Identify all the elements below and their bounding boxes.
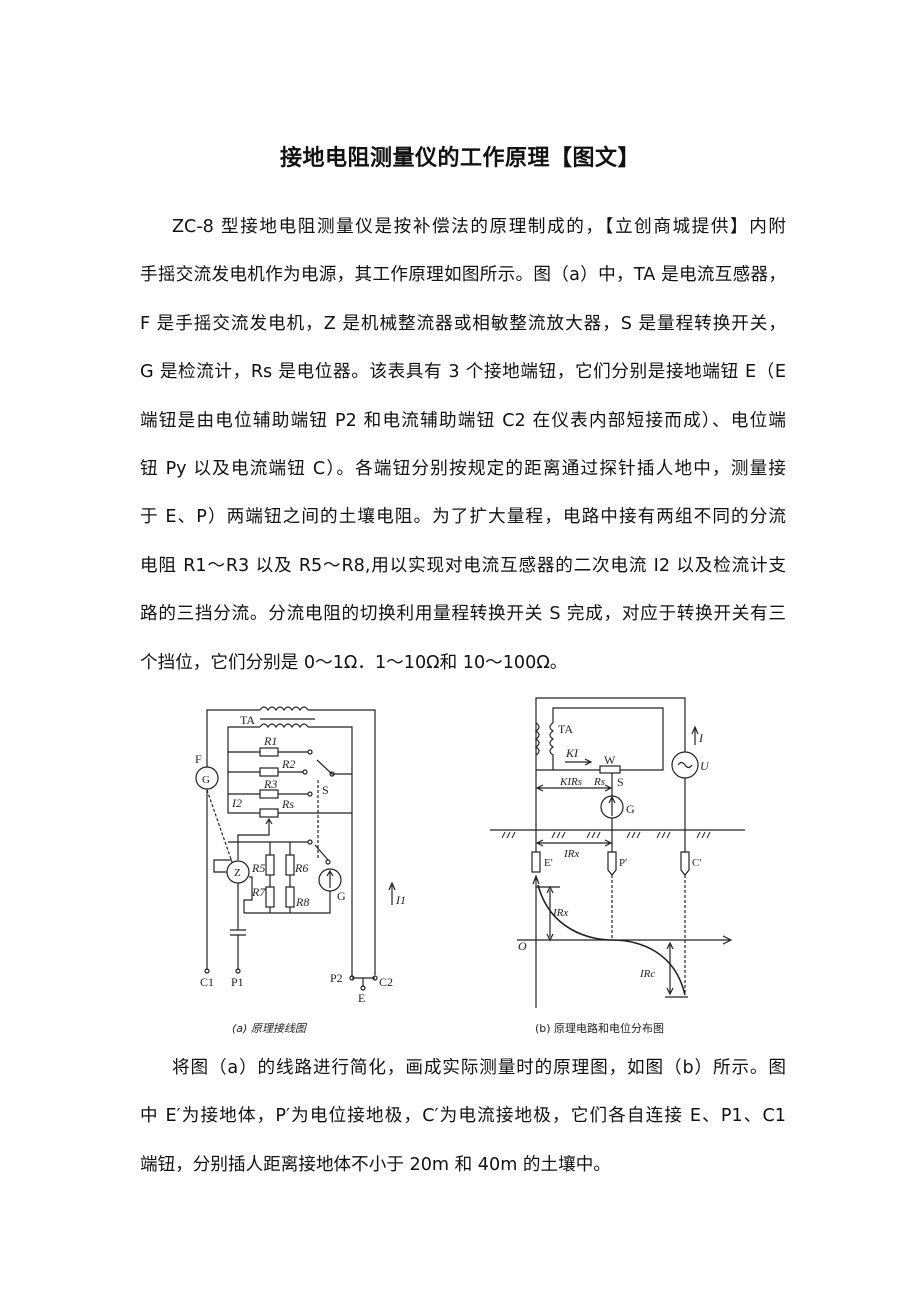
label-i: I [698,731,704,745]
document-title: 接地电阻测量仪的工作原理【图文】 [279,146,640,171]
label-ta: TA [240,713,255,727]
label-r7: R7 [251,885,266,899]
label-kirs: KIRs [559,776,582,788]
text-line: 电阻 R1～R3 以及 R5～R8,用以实现对电流互感器的二次电流 I2 以及检… [140,555,786,576]
label-g: G [337,889,346,903]
figure-b-circuit-potential-diagram: TA KI W KIRs Rs S G I U IRx E' P' C' IRx… [490,697,745,1035]
text-line: 手摇交流发电机作为电源，其工作原理如图所示。图（a）中，TA 是电流互感器， [140,265,786,286]
text-line: 端钮是由电位辅助端钮 P2 和电流辅助端钮 C2 在仪表内部短接而成）、电位端 [140,410,786,431]
text-line: 钮 Py 以及电流端钮 C）。各端钮分别按规定的距离通过探针插人地中，测量接 [140,458,786,479]
label-irc: IRc [639,968,655,980]
label-w: W [604,753,616,767]
label-i2: I2 [231,796,242,810]
label-f: F [195,752,202,766]
label-g-generator: G [202,774,210,786]
figure-a-caption: (a) 原理接线图 [232,1022,308,1035]
label-p2: P2 [330,971,343,985]
figure-a-wiring-diagram: TA F G R1 R2 R3 Rs I2 S Z R5 R6 R7 R8 G … [195,706,406,1035]
label-rs: Rs [281,797,294,811]
label-ta: TA [558,722,573,736]
label-r1: R1 [263,734,277,748]
text-line: 中 E′为接地体，P′为电位接地极，C′为电流接地极，它们各自连接 E、P1、C… [140,1106,786,1127]
label-e-prime: E' [544,857,553,869]
label-i1: I1 [395,893,406,907]
text-line: 于 E、P）两端钮之间的土壤电阻。为了扩大量程，电路中接有两组不同的分流 [140,507,786,528]
text-line: 个挡位，它们分别是 0～1Ω．1～10Ω和 10～100Ω。 [140,652,568,673]
text-line: ZC-8 型接地电阻测量仪是按补偿法的原理制成的，【立创商城提供】内附 [172,217,786,237]
label-ki: KI [565,746,579,760]
label-c2: C2 [379,975,393,989]
label-g: G [626,802,635,816]
label-irx: IRx [552,907,568,919]
paragraph-intro: ZC-8 型接地电阻测量仪是按补偿法的原理制成的，【立创商城提供】内附 手摇交流… [140,212,786,696]
label-s: S [322,783,329,797]
label-p1: P1 [231,975,244,989]
label-z: Z [234,867,241,879]
label-p-prime: P' [619,857,627,869]
text-line: F 是手摇交流发电机，Z 是机械整流器或相敏整流放大器，S 是量程转换开关， [140,313,786,334]
text-line: G 是检流计，Rs 是电位器。该表具有 3 个接地端钮，它们分别是接地端钮 E（… [140,362,786,383]
label-rs: Rs [593,776,605,788]
figure-b-caption: (b) 原理电路和电位分布图 [535,1021,664,1035]
text-line: 路的三挡分流。分流电阻的切换利用量程转换开关 S 完成，对应于转换开关有三 [140,604,786,625]
label-r6: R6 [294,861,308,875]
text-line: 将图（a）的线路进行简化，画成实际测量时的原理图，如图（b）所示。图 [172,1058,786,1078]
label-r5: R5 [251,861,265,875]
label-irx-top: IRx [563,848,579,860]
text-line: 端钮，分别插人距离接地体不小于 20m 和 40m 的土壤中。 [140,1154,611,1175]
label-s: S [617,775,624,789]
label-r3: R3 [263,777,277,791]
label-c-prime: C' [692,857,701,869]
paragraph-simplification: 将图（a）的线路进行简化，画成实际测量时的原理图，如图（b）所示。图 中 E′为… [140,1053,786,1198]
label-c1: C1 [200,975,214,989]
label-origin: O [518,939,527,953]
label-e: E [358,991,365,1005]
label-u: U [700,759,710,773]
label-r8: R8 [295,895,309,909]
label-r2: R2 [281,757,295,771]
